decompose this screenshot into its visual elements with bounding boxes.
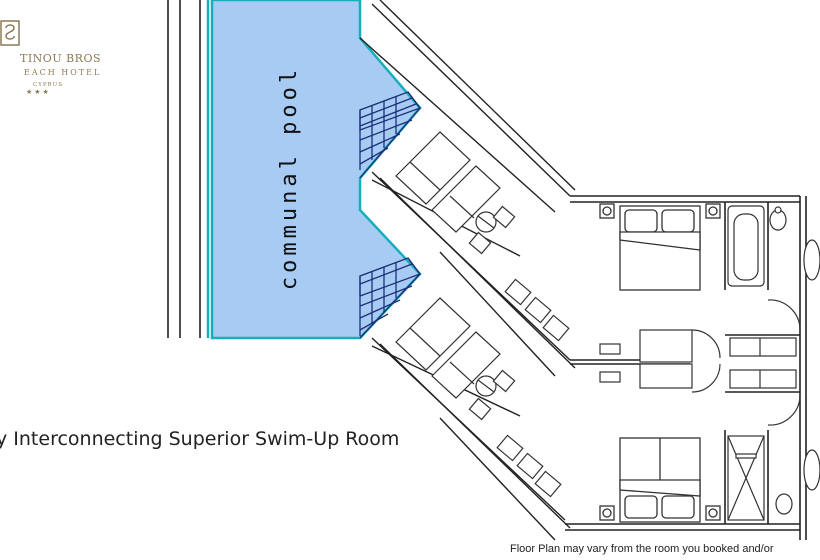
pool-label: communal pool [277,66,302,290]
brand-subtitle: EACH HOTEL [24,68,102,77]
communal-pool [210,0,422,340]
brand-name: TINOU BROS [20,52,102,65]
pool-boundary-lines [167,0,201,338]
pool-steps-lower [359,257,422,339]
middle-furniture [599,299,801,426]
bathroom-upper [727,205,820,287]
room-type-title: y Interconnecting Superior Swim-Up Room [0,428,400,450]
bathroom-lower [727,435,820,521]
terrace-furniture [468,205,570,498]
pool-steps-upper [359,91,422,179]
brand-country: CYPRUS [33,82,64,88]
logo-emblem-icon [0,20,20,46]
terrace-walls [359,0,576,541]
floor-plan-disclaimer: Floor Plan may vary from the room you bo… [510,543,774,555]
brand-stars: ★★★ [26,88,51,96]
bed-upper [599,203,721,291]
bed-lower [599,437,721,523]
sun-loungers [395,131,501,399]
